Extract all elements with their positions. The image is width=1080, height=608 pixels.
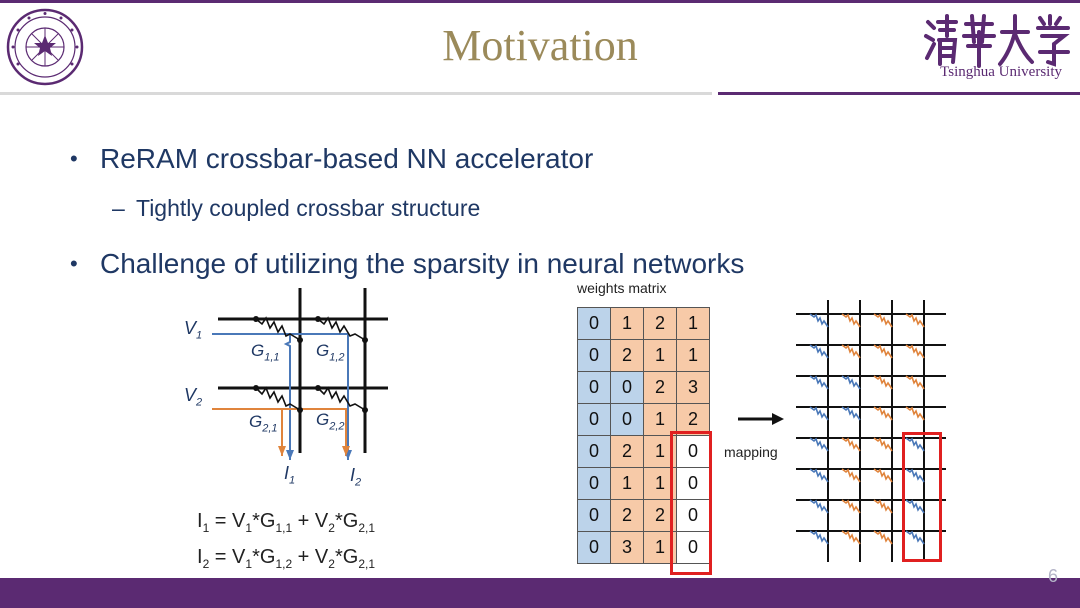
matrix-cell: 0 [610,371,644,404]
array-resistor [841,437,861,452]
v2-label: V2 [184,385,203,409]
matrix-cell: 0 [577,403,611,436]
g22-label: G2,2 [316,410,345,433]
g12-label: G1,2 [316,341,345,364]
array-resistor [809,468,829,483]
array-resistor [809,530,829,545]
array-resistor [873,344,893,359]
equation-i1: I1 = V1*G1,1 + V2*G2,1 [197,510,375,535]
top-accent-bar [0,0,1080,3]
array-resistor [873,468,893,483]
matrix-cell: 0 [676,435,710,468]
i2-label: I2 [350,465,362,489]
matrix-cell: 0 [577,371,611,404]
array-resistor [809,499,829,514]
array-resistor [905,313,925,328]
matrix-cell: 0 [577,467,611,500]
matrix-cell: 2 [643,307,677,340]
array-resistor [873,499,893,514]
i1-label: I1 [284,463,296,487]
mapping-label: mapping [724,444,778,460]
array-resistor [841,344,861,359]
matrix-cell: 3 [610,531,644,564]
array-resistor [841,499,861,514]
matrix-cell: 1 [610,307,644,340]
bullet-marker: • [70,146,78,171]
crossbar-circuit-diagram [212,288,388,460]
v1-label: V1 [184,318,203,342]
array-resistor [905,468,925,483]
matrix-cell: 3 [676,371,710,404]
array-resistor [873,375,893,390]
array-resistor [873,530,893,545]
unused-column-highlight [902,432,942,562]
matrix-cell: 0 [577,531,611,564]
crossbar-array-diagram [796,300,946,562]
matrix-cell: 1 [676,339,710,372]
matrix-cell: 0 [577,339,611,372]
g11-label: G1,1 [251,341,280,364]
array-resistor [905,406,925,421]
slide-title: Motivation [442,21,638,70]
array-resistor [873,313,893,328]
array-resistor [809,375,829,390]
matrix-cell: 1 [643,339,677,372]
array-resistor [905,375,925,390]
array-resistor [809,344,829,359]
array-resistor [841,406,861,421]
sub-bullet-dash: – [112,195,125,221]
page-number: 6 [1047,566,1058,586]
matrix-cell: 2 [610,435,644,468]
header-divider-gray [0,92,712,95]
array-resistor [873,406,893,421]
header-divider-purple [718,92,1080,95]
matrix-cell: 0 [577,435,611,468]
array-resistor [841,313,861,328]
bullet-1-text: ReRAM crossbar-based NN accelerator [100,143,594,174]
matrix-cell: 1 [643,403,677,436]
array-resistor [873,437,893,452]
matrix-cell: 2 [610,499,644,532]
mapping-arrow-icon [738,413,784,425]
equation-i2: I2 = V1*G1,2 + V2*G2,1 [197,546,375,571]
bullet-2-text: Challenge of utilizing the sparsity in n… [100,248,745,279]
matrix-cell: 1 [676,307,710,340]
matrix-cell: 2 [643,371,677,404]
matrix-cell: 0 [577,307,611,340]
zero-column-highlight [670,431,712,575]
matrix-cell: 1 [610,467,644,500]
array-resistor [809,313,829,328]
array-resistor [905,530,925,545]
footer-bar [0,578,1080,608]
matrix-cell: 0 [610,403,644,436]
tsinghua-calligraphy-logo [924,14,1070,68]
array-resistor [809,437,829,452]
matrix-cell: 0 [577,499,611,532]
tsinghua-seal-logo [6,8,84,86]
university-name: Tsinghua University [940,64,1062,80]
array-resistor [905,344,925,359]
weights-matrix-label: weights matrix [577,280,667,296]
array-resistor [809,406,829,421]
array-resistor [905,499,925,514]
array-resistor [841,375,861,390]
array-resistor [841,468,861,483]
matrix-cell: 2 [610,339,644,372]
array-resistor [905,437,925,452]
sub-bullet-1-text: Tightly coupled crossbar structure [136,195,481,221]
bullet-marker: • [70,251,78,276]
array-resistor [841,530,861,545]
g21-label: G2,1 [249,412,278,435]
matrix-cell: 0 [676,467,710,500]
